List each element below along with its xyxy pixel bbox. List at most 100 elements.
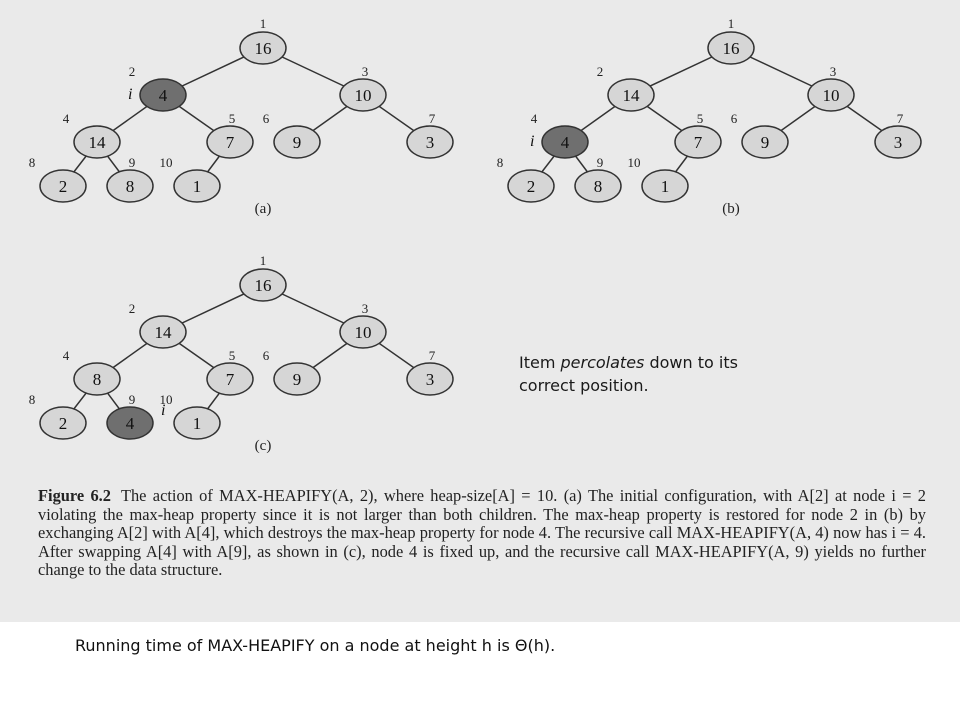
node-value: 16 [723,39,740,58]
heap-node [239,31,287,65]
tree-label: (c) [255,438,272,454]
highlighted-node [541,125,589,159]
node-index: 2 [129,301,136,316]
heap-node [807,78,855,112]
figure-label: Figure 6.2 [38,486,111,505]
heap-node [106,169,154,203]
node-value: 8 [126,177,135,196]
node-index: 7 [897,111,904,126]
node-index: 5 [229,111,236,126]
node-value: 10 [823,86,840,105]
node-value: 16 [255,276,272,295]
heap-node [73,362,121,396]
node-value: 9 [293,370,302,389]
node-index: 7 [429,111,436,126]
node-index: 6 [263,111,270,126]
figure-caption-text: The action of MAX-HEAPIFY(A, 2), where h… [38,486,927,579]
node-index: 9 [597,155,604,170]
node-index: 5 [697,111,704,126]
node-index: 5 [229,348,236,363]
node-value: 7 [694,133,703,152]
node-index: 6 [263,348,270,363]
heap-node [674,125,722,159]
node-value: 1 [193,177,202,196]
node-index: 9 [129,155,136,170]
highlighted-node [106,406,154,440]
node-value: 9 [761,133,770,152]
tree-label: (a) [255,201,272,217]
node-index: 2 [597,64,604,79]
node-value: 10 [355,323,372,342]
node-value: 3 [894,133,903,152]
heap-node [73,125,121,159]
heap-node [206,125,254,159]
node-value: 9 [293,133,302,152]
node-value: 7 [226,370,235,389]
node-value: 1 [193,414,202,433]
node-index: 6 [731,111,738,126]
node-value: 8 [594,177,603,196]
node-index: 3 [830,64,837,79]
node-value: 16 [255,39,272,58]
node-index: 1 [260,16,267,31]
node-value: 8 [93,370,102,389]
tree-label: (b) [722,201,740,217]
heap-node [406,362,454,396]
note-emphasis: percolates [560,353,645,372]
node-value: 14 [89,133,107,152]
node-value: 14 [623,86,641,105]
pointer-i-label: i [128,86,132,103]
heap-node [339,315,387,349]
heap-node [507,169,555,203]
node-index: 2 [129,64,136,79]
heap-node [707,31,755,65]
node-index: 3 [362,301,369,316]
heap-node [339,78,387,112]
node-index: 4 [63,111,70,126]
note-before: Item [519,353,561,372]
node-index: 8 [29,155,36,170]
node-index: 4 [63,348,70,363]
heap-node [173,406,221,440]
heap-node [406,125,454,159]
node-index: 7 [429,348,436,363]
node-value: 3 [426,370,435,389]
node-value: 4 [159,86,168,105]
node-index: 10 [628,155,641,170]
node-index: 1 [260,253,267,268]
node-value: 2 [527,177,536,196]
heap-node [741,125,789,159]
node-value: 1 [661,177,670,196]
node-value: 14 [155,323,173,342]
heap-node [239,268,287,302]
highlighted-node [139,78,187,112]
running-time-text: Running time of MAX-HEAPIFY on a node at… [75,636,556,655]
heap-node [39,169,87,203]
heap-node [206,362,254,396]
note-after: down to its correct position. [519,353,738,395]
heap-node [641,169,689,203]
heap-node [173,169,221,203]
node-index: 10 [160,155,173,170]
node-index: 3 [362,64,369,79]
node-index: 10 [160,392,173,407]
node-value: 2 [59,414,68,433]
node-value: 3 [426,133,435,152]
heap-node [607,78,655,112]
node-value: 2 [59,177,68,196]
heap-node [874,125,922,159]
node-value: 4 [126,414,135,433]
heap-node [139,315,187,349]
node-index: 1 [728,16,735,31]
node-index: 8 [29,392,36,407]
heap-node [39,406,87,440]
node-index: 9 [129,392,136,407]
node-value: 7 [226,133,235,152]
node-value: 10 [355,86,372,105]
pointer-i-label: i [530,133,534,150]
